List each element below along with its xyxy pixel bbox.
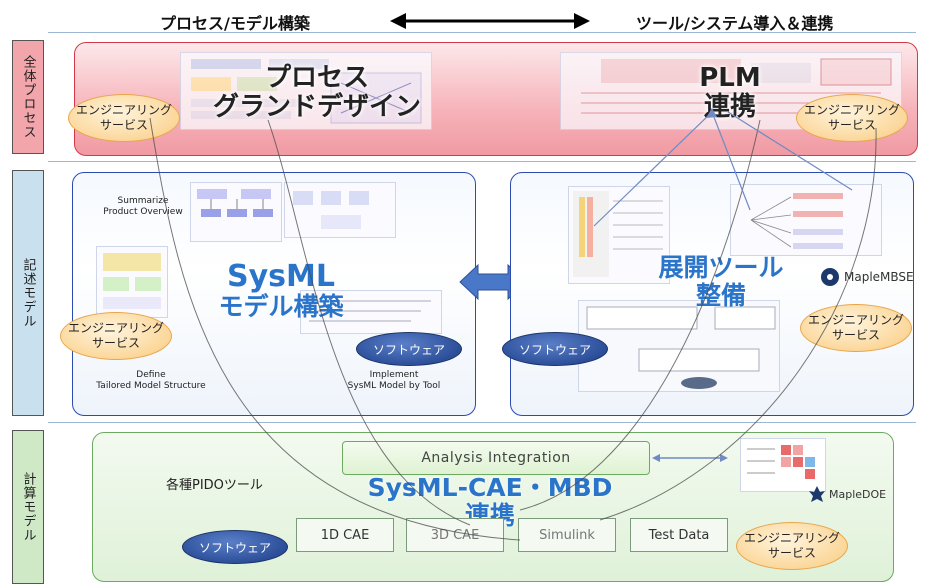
pido-tools-label: 各種PIDOツール	[166, 478, 263, 493]
bidirectional-arrow-icon	[652, 454, 728, 462]
summarize-caption: Summarize Product Overview	[103, 196, 183, 218]
engineering-service-badge: エンジニアリング サービス	[796, 94, 908, 142]
title-line: SysML	[227, 259, 335, 294]
tool-test-data: Test Data	[630, 518, 728, 552]
title-line: グランドデザイン	[212, 91, 421, 122]
divider-1	[48, 161, 916, 162]
maplembse-logo-text: MapleMBSE	[844, 270, 914, 284]
tool-simulink: Simulink	[518, 518, 616, 552]
header-right: ツール/システム導入＆連携	[636, 14, 834, 33]
plm-link-title: PLM 連携	[660, 64, 800, 121]
row-label-description: 記述モデル	[12, 170, 44, 416]
engineering-service-badge: エンジニアリング サービス	[736, 522, 848, 570]
title-line: PLM	[699, 63, 761, 93]
title-line: モデル構築	[218, 292, 344, 321]
title-line: 整備	[695, 280, 746, 310]
maple-leaf-icon	[821, 268, 839, 286]
header-left: プロセス/モデル構築	[160, 14, 310, 33]
title-line: 展開ツール	[658, 253, 784, 282]
sysml-diagram-thumbnail	[190, 182, 282, 242]
mapledoe-logo-text: MapleDOE	[829, 487, 887, 501]
tree-thumbnail	[730, 184, 882, 256]
row-label-computation: 計算モデル	[12, 430, 44, 584]
software-badge: ソフトウェア	[502, 332, 608, 366]
software-badge: ソフトウェア	[182, 530, 288, 564]
deployment-tool-title: 展開ツール 整備	[646, 254, 796, 309]
engineering-service-badge: エンジニアリング サービス	[800, 304, 912, 352]
tool-3d-cae: 3D CAE	[406, 518, 504, 552]
divider-2	[48, 422, 916, 423]
tool-1d-cae: 1D CAE	[296, 518, 394, 552]
implement-caption: Implement SysML Model by Tool	[347, 370, 441, 392]
process-grand-design-title: プロセス グランドデザイン	[212, 64, 422, 121]
row-label-process: 全体プロセス	[12, 40, 44, 154]
maple-leaf-icon	[809, 486, 825, 502]
title-line: プロセス	[264, 63, 369, 93]
sysml-diagram-thumbnail	[284, 182, 396, 238]
maplembse-logo: MapleMBSE	[820, 266, 920, 288]
sysml-build-title: SysML モデル構築	[196, 260, 366, 321]
title-line: 連携	[703, 91, 756, 122]
analysis-integration-box: Analysis Integration	[342, 441, 650, 475]
define-caption: Define Tailored Model Structure	[96, 370, 206, 392]
engineering-service-badge: エンジニアリング サービス	[68, 94, 180, 142]
sysml-diagram-thumbnail	[96, 246, 168, 318]
process-design-thumbnail	[180, 52, 432, 130]
title-line: SysML-CAE・MBD	[367, 473, 613, 502]
engineering-service-badge: エンジニアリング サービス	[60, 312, 172, 360]
catia-integration-thumbnail	[578, 300, 780, 392]
software-badge: ソフトウェア	[356, 332, 462, 366]
mapledoe-logo: MapleDOE	[808, 484, 886, 504]
divider-top	[48, 32, 916, 33]
bidirectional-arrow-icon	[390, 13, 590, 29]
